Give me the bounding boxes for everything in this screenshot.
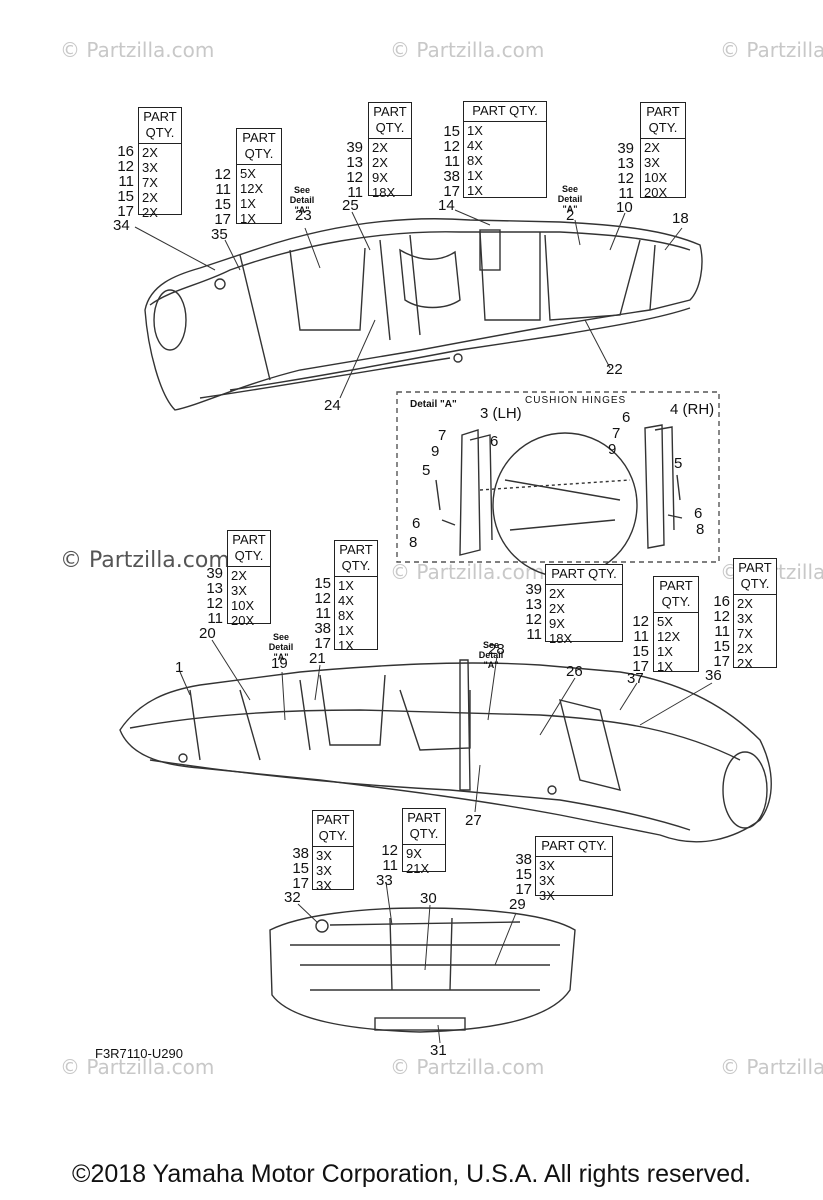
callout-5: 5 (422, 462, 431, 479)
callout-7: 7 (438, 427, 447, 444)
watermark: © Partzilla.com (720, 1055, 823, 1079)
leader-lines (134, 209, 713, 1044)
callout-3-lh: 3 (LH) (480, 405, 522, 422)
callout-28: 28 (488, 641, 505, 658)
callout-10: 10 (616, 199, 633, 216)
callout-2: 2 (566, 207, 575, 224)
watermark: © Partzilla.com (390, 1055, 545, 1079)
callout-25: 25 (342, 197, 359, 214)
callout-18: 18 (672, 210, 689, 227)
callout-23: 23 (295, 207, 312, 224)
callout-32: 32 (284, 889, 301, 906)
callout-29: 29 (509, 896, 526, 913)
copyright-footer: ©2018 Yamaha Motor Corporation, U.S.A. A… (72, 1160, 751, 1188)
callout-27: 27 (465, 812, 482, 829)
callout-19: 19 (271, 655, 288, 672)
callout-22: 22 (606, 361, 623, 378)
callout-5: 5 (674, 455, 683, 472)
callout-8: 8 (409, 534, 418, 551)
callout-36: 36 (705, 667, 722, 684)
watermark: © Partzilla.com (390, 38, 545, 62)
top-boat-hull (144, 218, 703, 411)
callout-4-rh: 4 (RH) (670, 401, 715, 418)
callout-6: 6 (490, 433, 499, 450)
callout-21: 21 (309, 650, 326, 667)
see-detail-note: See Detail "A" (478, 640, 504, 670)
callout-14: 14 (438, 197, 455, 214)
callout-8: 8 (696, 521, 705, 538)
detail-a-art (435, 424, 683, 578)
watermark: © Partzilla.com (60, 548, 230, 573)
watermark: © Partzilla.com (60, 1055, 215, 1079)
callout-37: 37 (627, 670, 644, 687)
callout-6: 6 (412, 515, 421, 532)
callout-9: 9 (608, 441, 617, 458)
callout-24: 24 (324, 397, 341, 414)
callout-26: 26 (566, 663, 583, 680)
callout-31: 31 (430, 1042, 447, 1059)
cushion-hinges-title: CUSHION HINGES (525, 395, 627, 406)
callout-33: 33 (376, 872, 393, 889)
bottom-boat-hull (119, 659, 772, 843)
diagram-code: F3R7110-U290 (95, 1046, 183, 1061)
callout-6: 6 (622, 409, 631, 426)
watermark: © Partzilla.com (60, 38, 215, 62)
callout-30: 30 (420, 890, 437, 907)
callout-6: 6 (694, 505, 703, 522)
see-detail-note: See Detail "A" (557, 184, 583, 214)
watermark: © Partzilla.com (390, 560, 545, 584)
seat-art (269, 907, 576, 1033)
callout-7: 7 (612, 425, 621, 442)
detail-a-frame (396, 391, 720, 563)
callout-34: 34 (113, 217, 130, 234)
see-detail-note: See Detail "A" (268, 632, 294, 662)
callout-1: 1 (175, 659, 184, 676)
callout-9: 9 (431, 443, 440, 460)
watermark: © Partzilla.com (720, 38, 823, 62)
detail-a-title: Detail "A" (410, 399, 457, 410)
callout-20: 20 (199, 625, 216, 642)
see-detail-note: See Detail "A" (289, 185, 315, 215)
callout-35: 35 (211, 226, 228, 243)
